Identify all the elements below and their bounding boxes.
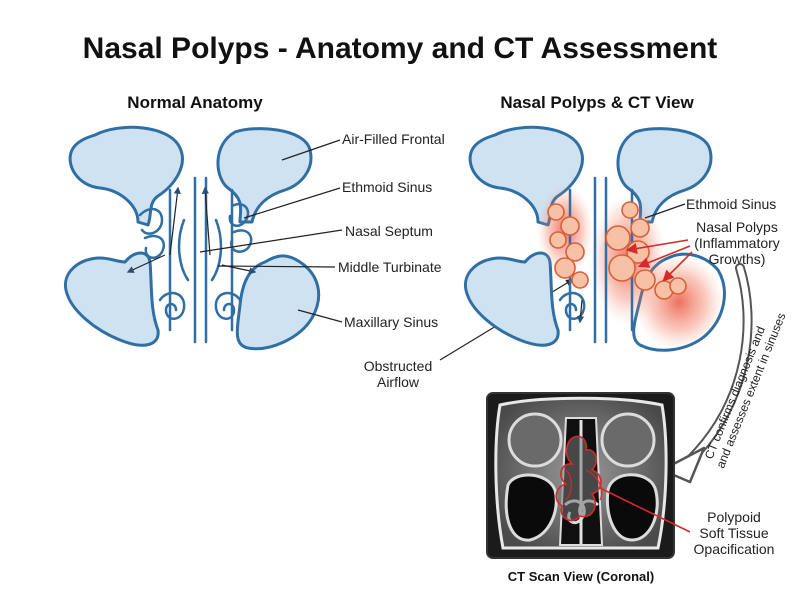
normal-anatomy-heading: Normal Anatomy (127, 93, 263, 112)
polyp-cluster-right (605, 201, 687, 300)
label-nasal-polyps-line1: Nasal Polyps (696, 219, 778, 235)
label-obstructed-line1: Obstructed (364, 358, 432, 374)
middle-turbinate-left (177, 218, 190, 282)
label-middle-turbinate: Middle Turbinate (338, 259, 442, 275)
normal-labels: Air-Filled Frontal Ethmoid Sinus Nasal S… (199, 131, 574, 390)
ct-caption: CT Scan View (Coronal) (508, 569, 654, 584)
inferior-turbinate-left (158, 291, 186, 320)
obstructed-airflow-arrow (576, 299, 585, 324)
label-ethmoid-sinus-left: Ethmoid Sinus (342, 179, 432, 195)
leader-ethmoid (243, 187, 341, 219)
leader-septum (199, 229, 343, 253)
page-title: Nasal Polyps - Anatomy and CT Assessment (83, 32, 718, 65)
ct-scan-image (486, 392, 675, 559)
polyps-illustration (463, 125, 726, 352)
leader-maxillary (297, 309, 343, 323)
ethmoid-cells-left (138, 207, 165, 260)
ct-polyp-outline (555, 435, 602, 522)
leader-polypoid (599, 487, 691, 533)
polyp-labels: Ethmoid Sinus Nasal Polyps (Inflammatory… (625, 196, 780, 282)
frontal-sinus-right (216, 127, 313, 224)
middle-turbinate-right (210, 218, 223, 282)
leader-ethmoid-right (644, 203, 686, 219)
polyp-arrow-3 (662, 251, 693, 282)
normal-anatomy-illustration (63, 125, 321, 351)
leader-turbinate (217, 265, 336, 268)
airflow-arrow-3 (126, 254, 166, 273)
frontal-sinus-right-polyp (616, 127, 713, 224)
label-nasal-polyps-line3: Growths) (709, 251, 766, 267)
label-air-filled-frontal: Air-Filled Frontal (342, 131, 445, 147)
inferior-turbinate-left-polyp (558, 291, 586, 320)
leader-frontal (281, 139, 341, 161)
maxillary-sinus-left (63, 251, 160, 347)
label-polypoid-line1: Polypoid (707, 509, 761, 525)
label-nasal-polyps-line2: (Inflammatory (694, 235, 780, 251)
maxillary-sinus-left-polyp (463, 251, 560, 347)
ct-connector-arrow-inner (687, 265, 751, 463)
nasal-septum-polyp (593, 176, 608, 344)
inferior-turbinate-right (214, 291, 242, 320)
label-ethmoid-sinus-right: Ethmoid Sinus (686, 196, 776, 212)
label-maxillary-sinus: Maxillary Sinus (344, 314, 438, 330)
label-obstructed-line2: Airflow (377, 374, 420, 390)
polyps-ct-heading: Nasal Polyps & CT View (500, 93, 694, 112)
nasal-septum-normal (193, 176, 208, 344)
label-nasal-septum: Nasal Septum (345, 223, 433, 239)
polyp-arrow-2 (637, 245, 691, 268)
polyp-cluster-left (547, 203, 589, 289)
airflow-arrow-1 (169, 186, 181, 256)
maxillary-sinus-right (235, 254, 321, 351)
label-polypoid-line3: Opacification (694, 541, 775, 557)
label-polypoid-line2: Soft Tissue (699, 525, 768, 541)
polyp-arrow-1 (625, 239, 689, 255)
airflow-arrow-2 (201, 186, 211, 256)
frontal-sinus-left (68, 125, 184, 227)
